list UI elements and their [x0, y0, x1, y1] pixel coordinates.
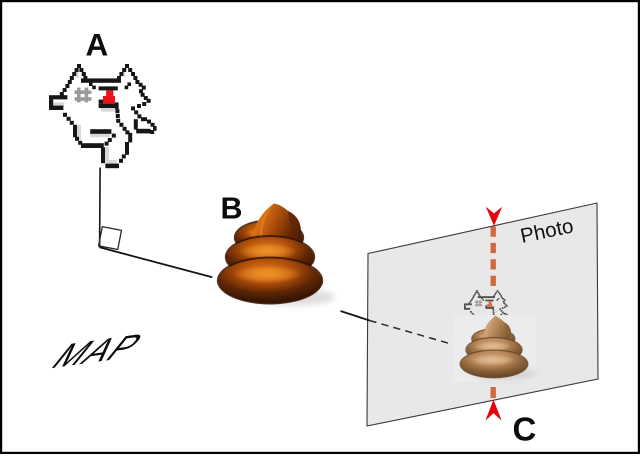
svg-text:A: A: [86, 27, 109, 63]
svg-text:C: C: [513, 410, 537, 447]
svg-text:B: B: [221, 191, 243, 225]
